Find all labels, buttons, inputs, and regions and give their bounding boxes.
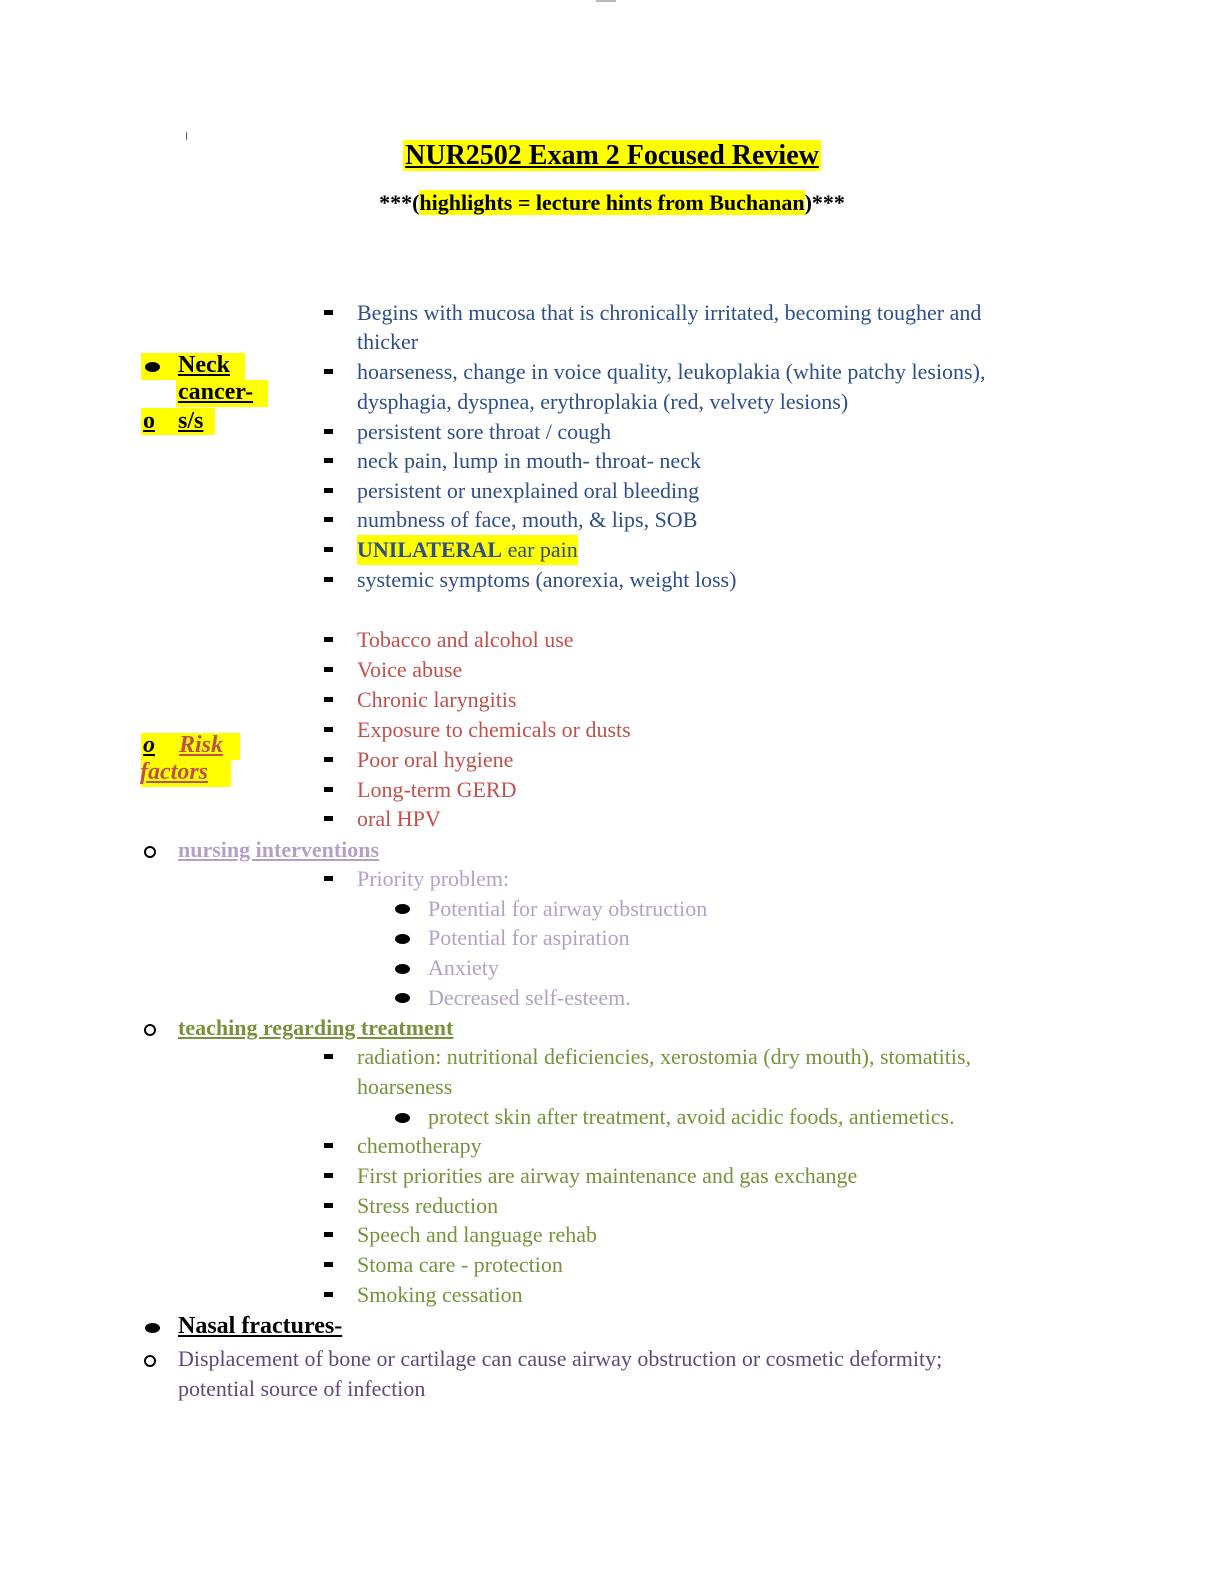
bullet-icon [145, 362, 160, 372]
list-item-highlighted: UNILATERAL ear pain [357, 535, 578, 565]
list-item: Decreased self-esteem. [428, 985, 631, 1010]
list-item: radiation: nutritional deficiencies, xer… [357, 1044, 972, 1069]
list-item: persistent sore throat / cough [357, 419, 612, 444]
page-title: NUR2502 Exam 2 Focused Review [0, 140, 1224, 172]
list-item: numbness of face, mouth, & lips, SOB [357, 507, 698, 532]
list-item: Tobacco and alcohol use [357, 627, 574, 652]
section-heading: teaching regarding treatment [178, 1015, 454, 1040]
list-item: Anxiety [428, 955, 499, 980]
dash-bullet-icon [324, 727, 333, 732]
bullet-icon [395, 934, 410, 944]
dash-bullet-icon [324, 1143, 333, 1148]
list-item-cont: dysphagia, dyspnea, erythroplakia (red, … [357, 389, 849, 414]
circle-bullet-icon [144, 1355, 156, 1367]
dash-bullet-icon [324, 1292, 333, 1297]
list-item: oral HPV [357, 806, 441, 831]
list-item-cont: potential source of infection [178, 1376, 426, 1401]
risk-label: Risk [179, 732, 224, 758]
header-mark [596, 0, 616, 2]
dash-bullet-icon [324, 369, 333, 374]
dash-bullet-icon [324, 757, 333, 762]
dash-bullet-icon [324, 458, 333, 463]
subtitle-highlight: highlights = lecture hints from Buchanan [419, 190, 805, 215]
dash-bullet-icon [324, 1173, 333, 1178]
neck-label: Neck [178, 352, 230, 378]
list-item: Voice abuse [357, 657, 463, 682]
bullet-icon [395, 964, 410, 974]
factors-label: factors [140, 759, 208, 785]
circle-bullet-icon [144, 1024, 156, 1036]
list-item: Poor oral hygiene [357, 747, 514, 772]
dash-bullet-icon [324, 667, 333, 672]
dash-bullet-icon [324, 577, 333, 582]
item-text: ear pain [502, 537, 578, 562]
section-heading: nursing interventions [178, 837, 380, 862]
list-item: protect skin after treatment, avoid acid… [428, 1104, 955, 1129]
cancer-label: cancer- [178, 379, 254, 405]
list-item: neck pain, lump in mouth- throat- neck [357, 448, 701, 473]
dash-bullet-icon [324, 876, 333, 881]
list-item: Begins with mucosa that is chronically i… [357, 300, 982, 325]
list-item: chemotherapy [357, 1133, 482, 1158]
list-item: First priorities are airway maintenance … [357, 1163, 858, 1188]
list-item: Exposure to chemicals or dusts [357, 717, 631, 742]
list-item: Smoking cessation [357, 1282, 523, 1307]
highlight-box [141, 733, 240, 760]
highlight-box [141, 760, 231, 787]
list-item: Priority problem: [357, 866, 510, 891]
list-item: persistent or unexplained oral bleeding [357, 478, 700, 503]
page-title-text: NUR2502 Exam 2 Focused Review [403, 140, 821, 171]
list-item-cont: hoarseness [357, 1074, 453, 1099]
subtitle-suffix: )*** [804, 190, 845, 215]
sub-bullet-icon: o [143, 732, 155, 758]
emphasis-text: UNILATERAL [357, 537, 503, 562]
bullet-icon [145, 1323, 160, 1333]
list-item: Displacement of bone or cartilage can ca… [178, 1346, 943, 1371]
dash-bullet-icon [324, 310, 333, 315]
list-item: Stoma care - protection [357, 1252, 563, 1277]
dash-bullet-icon [324, 547, 333, 552]
highlight-box [176, 380, 268, 407]
dash-bullet-icon [324, 517, 333, 522]
list-item: hoarseness, change in voice quality, leu… [357, 359, 986, 384]
subtitle-prefix: ***( [379, 190, 420, 215]
section-heading: Nasal fractures- [178, 1313, 343, 1339]
list-item: systemic symptoms (anorexia, weight loss… [357, 567, 737, 592]
dash-bullet-icon [324, 1232, 333, 1237]
list-item: Long-term GERD [357, 777, 517, 802]
list-item: Chronic laryngitis [357, 687, 517, 712]
dash-bullet-icon [324, 697, 333, 702]
page-subtitle: ***(highlights = lecture hints from Buch… [0, 190, 1224, 216]
highlight-box [141, 408, 215, 435]
circle-bullet-icon [144, 846, 156, 858]
dash-bullet-icon [324, 637, 333, 642]
cursor-mark [186, 132, 187, 140]
bullet-icon [395, 993, 410, 1003]
sub-bullet-icon: o [143, 408, 155, 434]
dash-bullet-icon [324, 787, 333, 792]
list-item: Potential for airway obstruction [428, 896, 708, 921]
dash-bullet-icon [324, 1203, 333, 1208]
ss-label: s/s [178, 408, 204, 434]
dash-bullet-icon [324, 1054, 333, 1059]
dash-bullet-icon [324, 1262, 333, 1267]
list-item: Stress reduction [357, 1193, 499, 1218]
list-item-cont: thicker [357, 329, 419, 354]
bullet-icon [395, 1113, 410, 1123]
dash-bullet-icon [324, 488, 333, 493]
bullet-icon [395, 904, 410, 914]
list-item: Speech and language rehab [357, 1222, 598, 1247]
dash-bullet-icon [324, 429, 333, 434]
dash-bullet-icon [324, 816, 333, 821]
list-item: Potential for aspiration [428, 925, 630, 950]
